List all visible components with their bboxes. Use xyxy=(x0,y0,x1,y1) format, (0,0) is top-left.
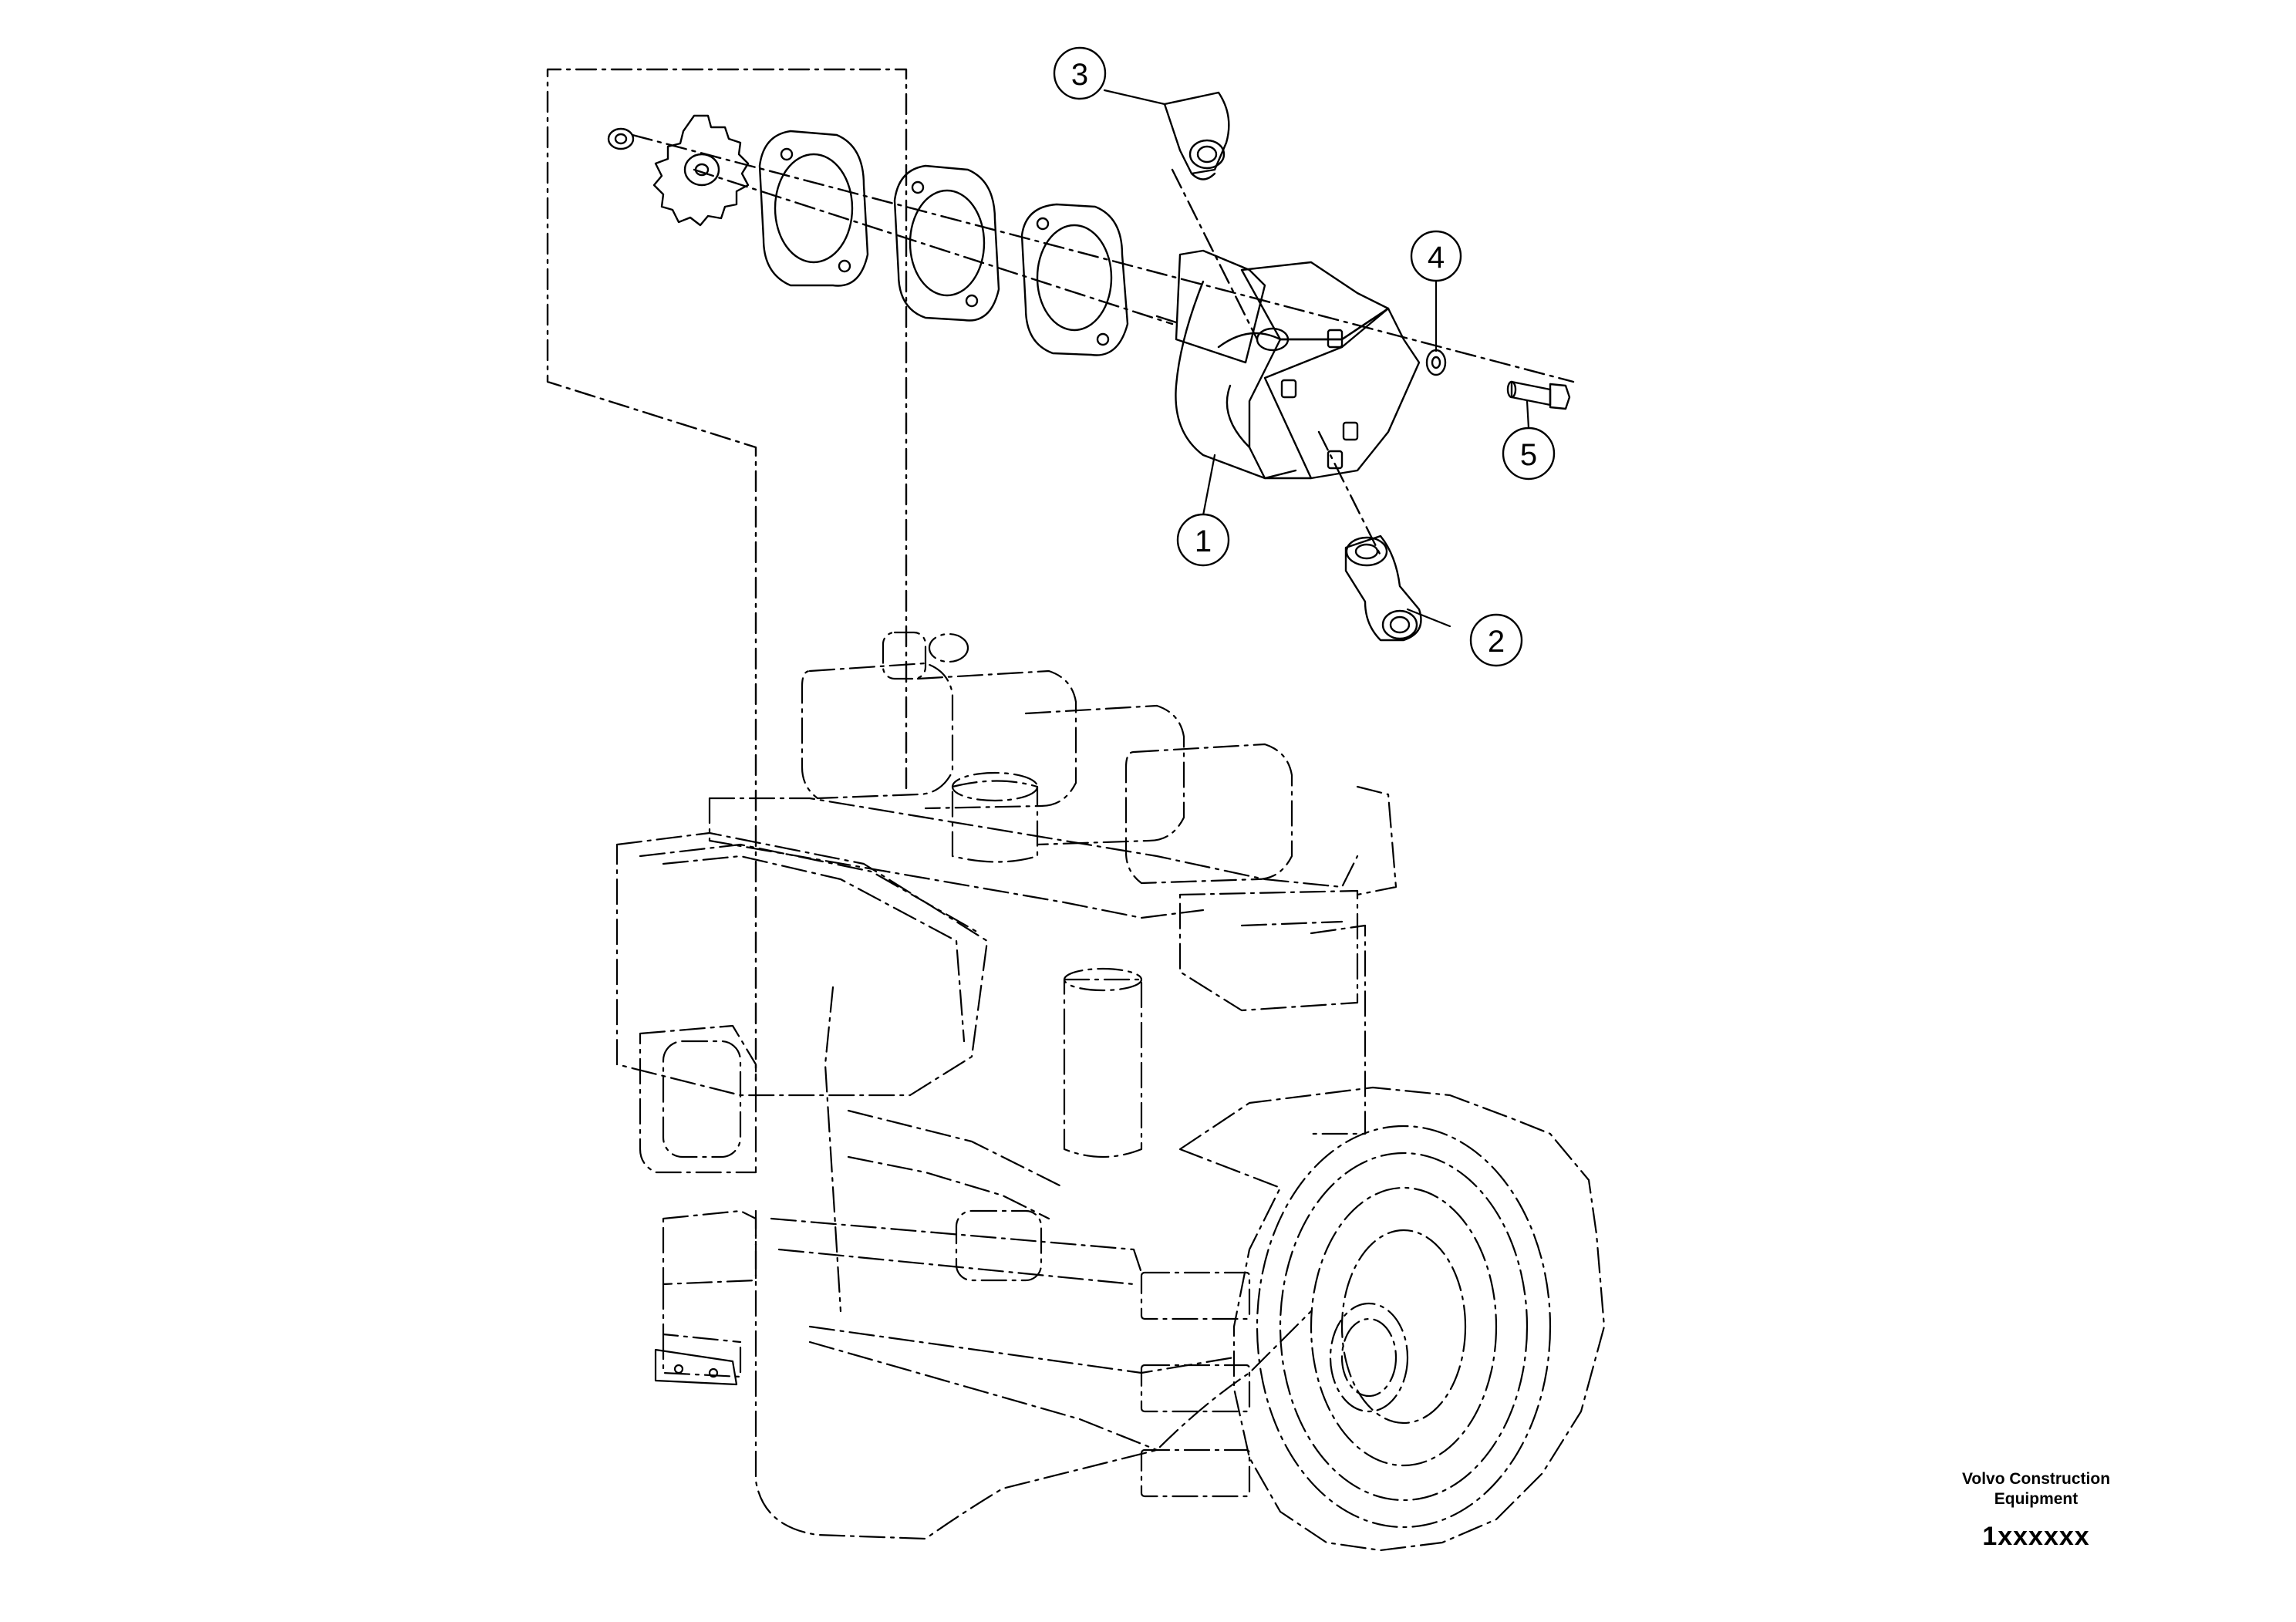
callout-leaders xyxy=(1103,89,1530,628)
callout-label: 5 xyxy=(1520,438,1537,472)
callout-circle xyxy=(1469,613,1523,667)
callout-label: 2 xyxy=(1488,625,1505,659)
callout-circle xyxy=(1176,513,1230,567)
callout-3: 3 xyxy=(1053,46,1107,100)
callout-circle xyxy=(1410,230,1462,282)
callout-1: 1 xyxy=(1176,513,1230,567)
nut-part xyxy=(607,127,635,150)
callout-circle xyxy=(1502,427,1556,481)
callout-label: 4 xyxy=(1428,241,1445,275)
gasket-part-1 xyxy=(758,130,869,287)
bolt-part-5 xyxy=(1506,380,1571,410)
callout-2: 2 xyxy=(1469,613,1523,667)
branding-block: Volvo Construction Equipment 1xxxxxx xyxy=(1920,1469,2152,1552)
brand-name-line1: Volvo Construction xyxy=(1961,1470,2111,1488)
brand-name-line2: Equipment xyxy=(1994,1490,2079,1508)
engine-outline xyxy=(615,631,1606,1552)
gasket-part-2 xyxy=(893,164,1000,322)
callout-label: 3 xyxy=(1071,58,1088,92)
gasket-part-3 xyxy=(1020,203,1129,356)
drawing-code: 1xxxxxx xyxy=(1982,1522,2090,1551)
hydraulic-pump-part xyxy=(1155,249,1421,480)
assembly-leader-line xyxy=(546,68,1575,1081)
callout-label: 1 xyxy=(1195,524,1212,558)
washer-part-4 xyxy=(1425,349,1447,376)
callout-circle xyxy=(1053,46,1107,100)
elbow-fitting-part-2 xyxy=(1344,534,1422,642)
engine-mount-bracket xyxy=(654,1348,738,1386)
callout-5: 5 xyxy=(1502,427,1556,481)
elbow-fitting-part-3 xyxy=(1163,91,1230,180)
drive-gear-part xyxy=(652,114,750,227)
callout-4: 4 xyxy=(1410,230,1462,282)
